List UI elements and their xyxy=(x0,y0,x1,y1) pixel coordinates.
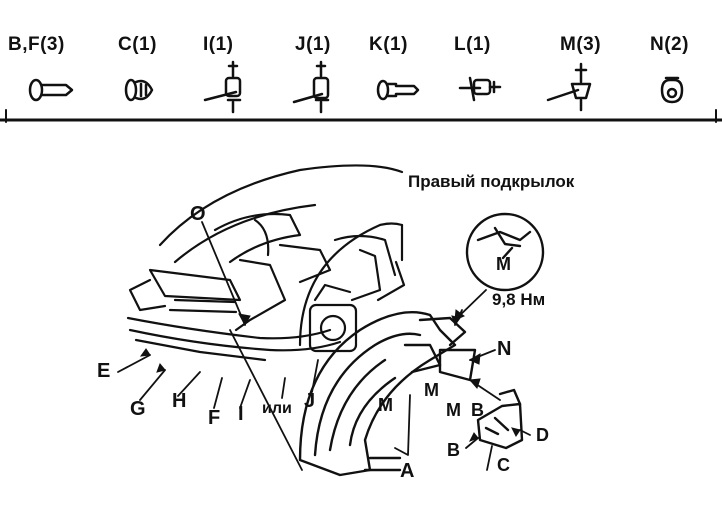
label-b-upper: B xyxy=(471,400,484,420)
label-b-lower: B xyxy=(447,440,460,460)
label-m-lower-2: M xyxy=(446,400,461,420)
or-label: или xyxy=(262,400,292,417)
label-d: D xyxy=(536,425,549,445)
fastener-label-bf: B,F(3) xyxy=(8,34,65,55)
nut-clip-icon xyxy=(660,76,684,104)
label-c: C xyxy=(497,455,510,475)
torque-spec: 9,8 Нм xyxy=(492,290,546,309)
fastener-label-l: L(1) xyxy=(454,34,491,55)
screw-icon xyxy=(376,79,420,101)
label-m-circle: M xyxy=(496,254,511,274)
right-fender-liner-caption: Правый подкрылок xyxy=(408,172,575,191)
label-m-lower-1: M xyxy=(424,380,439,400)
label-o: O xyxy=(190,203,206,225)
clip-icon xyxy=(458,76,502,102)
label-g: G xyxy=(130,398,146,420)
detail-circle xyxy=(465,212,545,292)
clip-icon xyxy=(124,78,154,102)
fastener-label-k: K(1) xyxy=(369,34,408,55)
fender-liner xyxy=(298,311,477,477)
label-f: F xyxy=(208,407,221,429)
fastener-label-j: J(1) xyxy=(295,34,331,55)
label-j: J xyxy=(304,390,316,412)
push-rivet-icon xyxy=(203,60,242,114)
fastener-label-n: N(2) xyxy=(650,34,689,55)
fastener-label-i: I(1) xyxy=(203,34,234,55)
arrow-heads xyxy=(139,309,521,442)
push-rivet-icon xyxy=(546,62,592,112)
label-h: H xyxy=(172,390,187,412)
label-n: N xyxy=(497,338,512,360)
label-i: I xyxy=(238,403,244,425)
label-e: E xyxy=(97,360,111,382)
fastener-label-c: C(1) xyxy=(118,34,157,55)
label-a: A xyxy=(400,460,415,482)
fastener-label-m: M(3) xyxy=(560,34,602,55)
label-m-liner: M xyxy=(378,395,393,415)
screw-icon xyxy=(28,78,74,102)
push-rivet-icon xyxy=(292,60,330,114)
vehicle-body-sketch xyxy=(126,164,406,362)
clip-detail xyxy=(476,388,524,450)
